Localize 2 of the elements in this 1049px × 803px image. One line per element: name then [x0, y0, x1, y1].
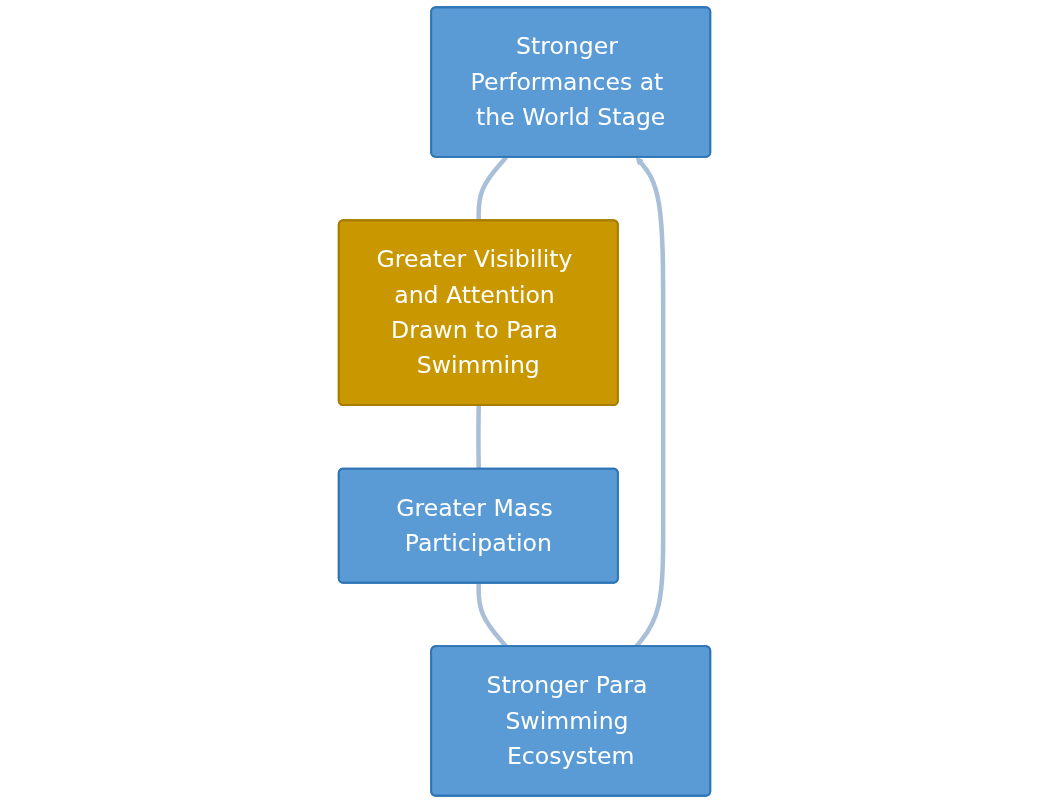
connector — [476, 405, 481, 470]
connector — [476, 155, 508, 221]
